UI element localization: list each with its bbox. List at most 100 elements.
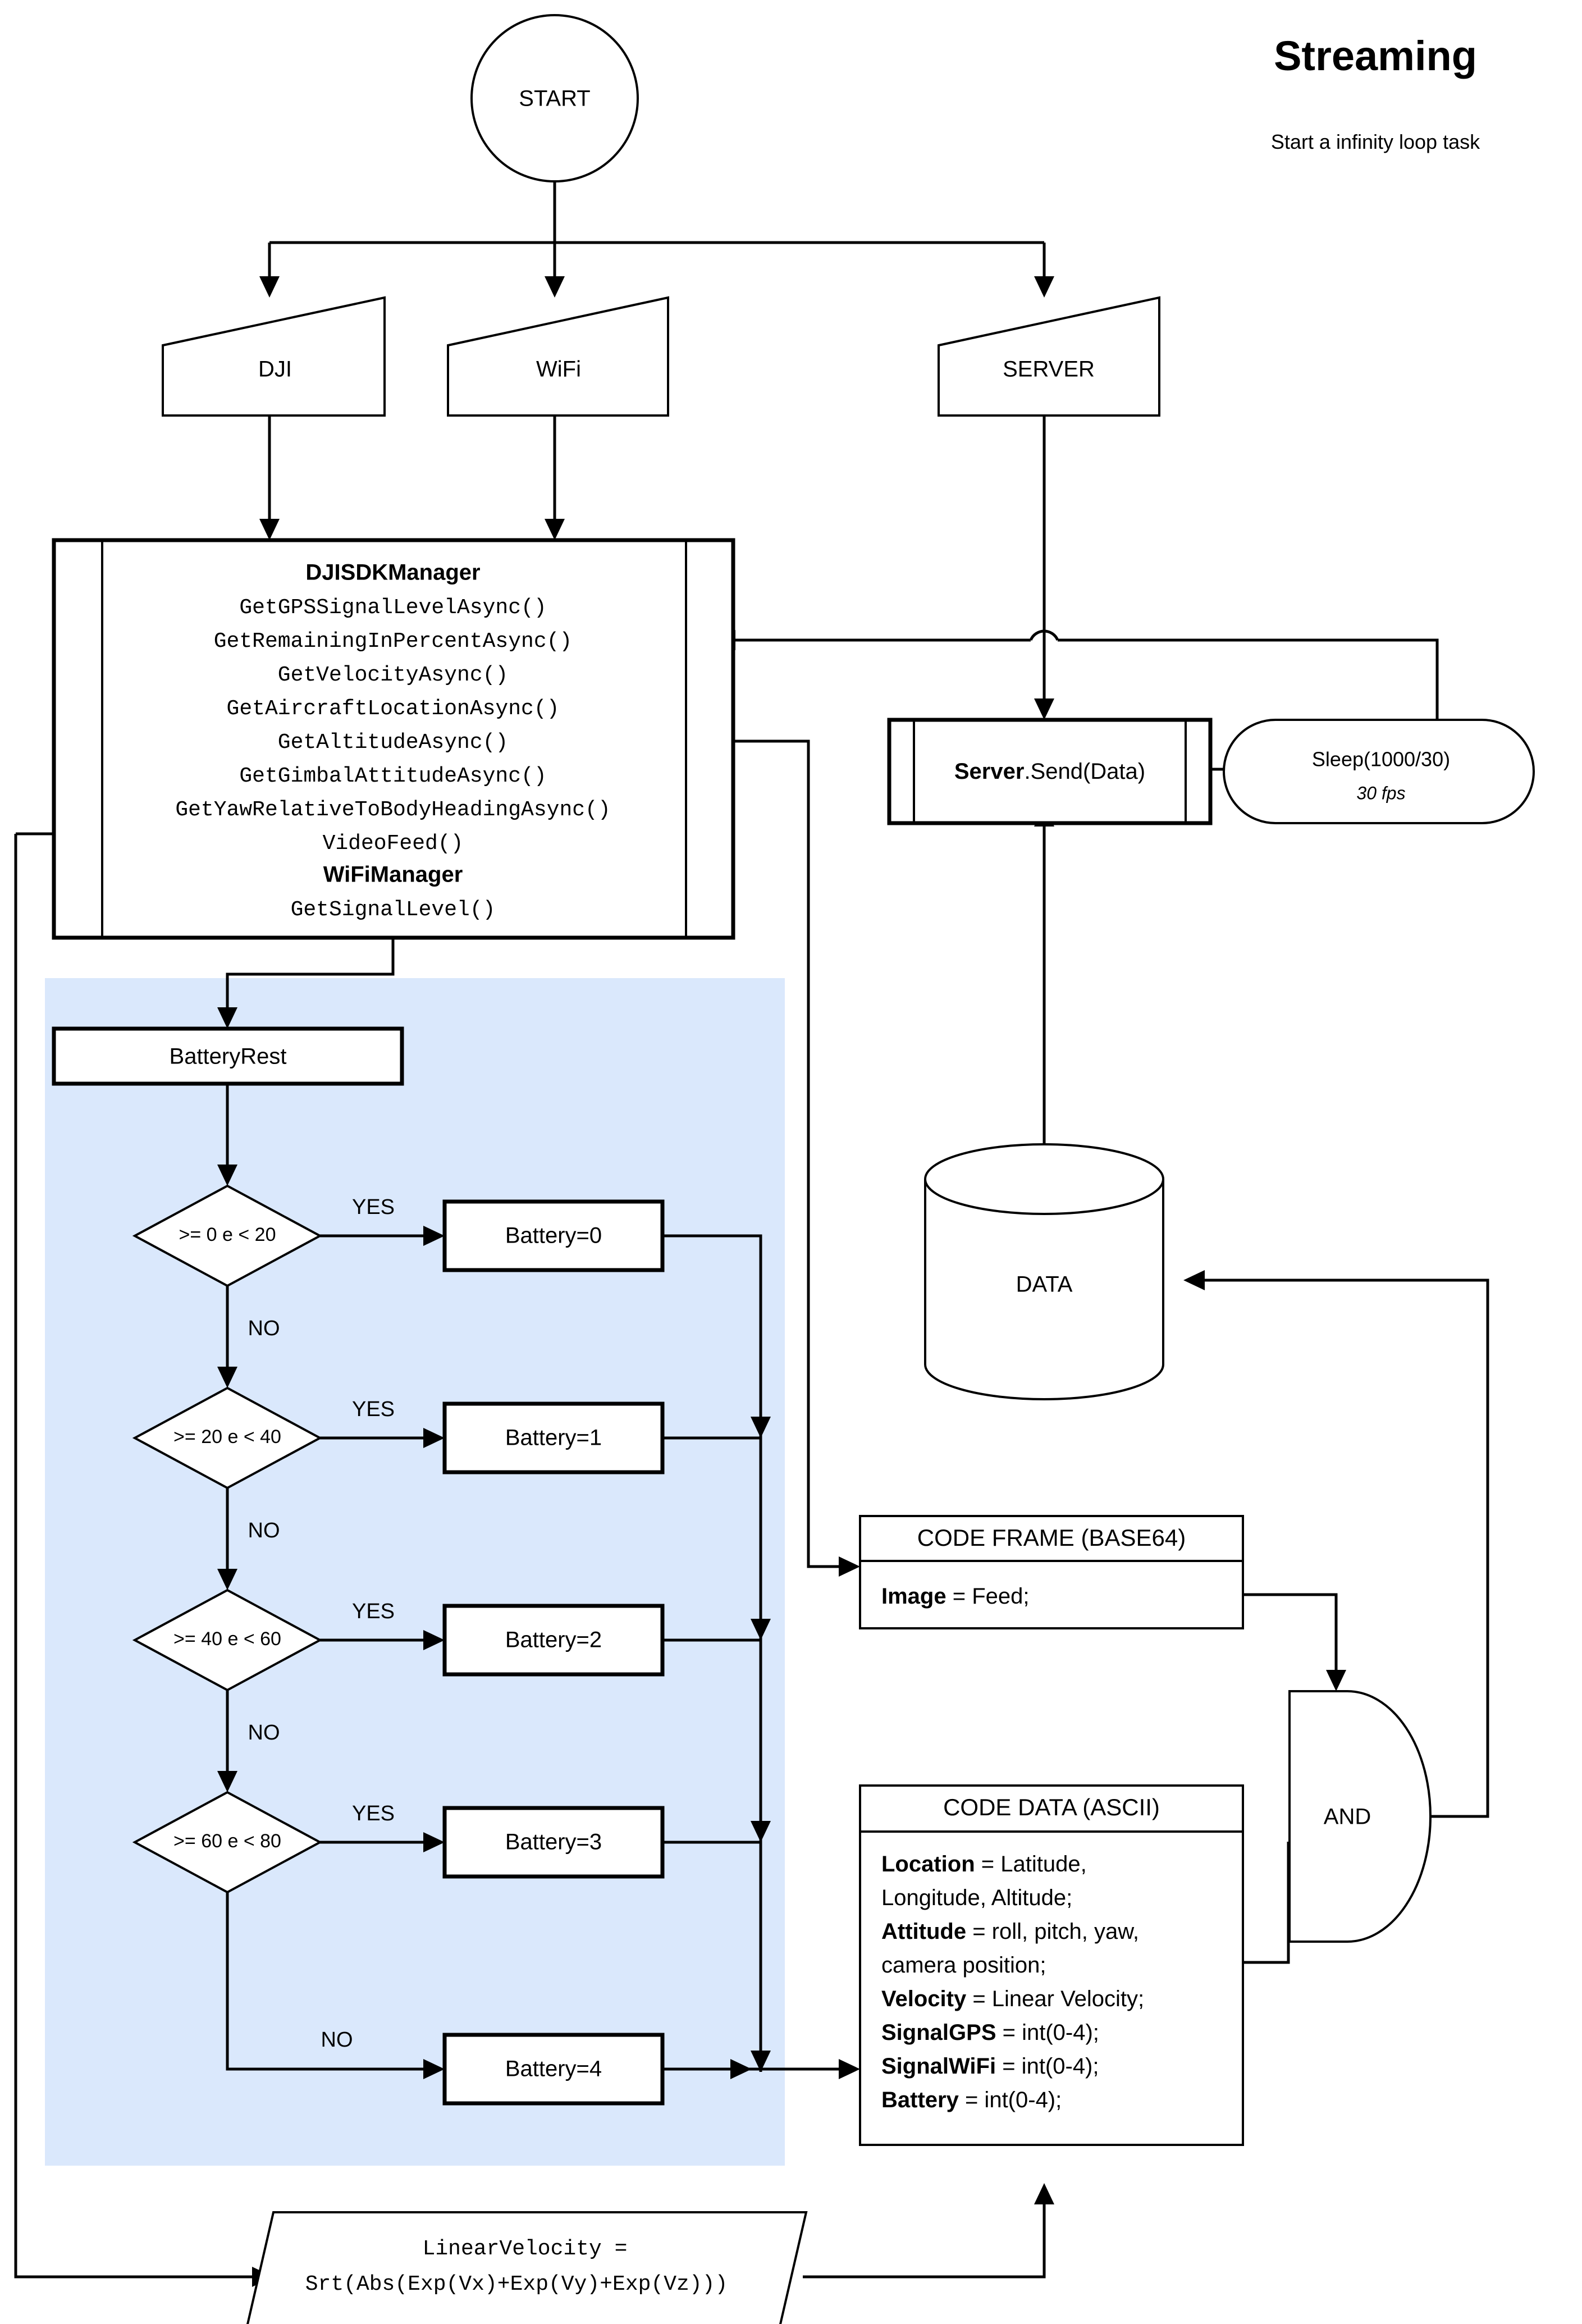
linear-velocity-line-1: LinearVelocity = [423, 2237, 628, 2261]
node-data-store[interactable]: DATA [924, 1143, 1164, 1400]
edge-linearvelocity-feedback-left [14, 834, 255, 2279]
code-data-line-7: Battery = int(0-4); [881, 2088, 1062, 2112]
code-data-key-5: SignalGPS [881, 2020, 996, 2045]
arrowhead-b1 [423, 1428, 445, 1448]
node-battery-result-1[interactable]: Battery=1 [442, 1401, 665, 1474]
arrowhead-d4 [217, 1771, 237, 1792]
arrowhead-b2 [423, 1630, 445, 1650]
arrowhead-b3 [423, 1832, 445, 1852]
sdk-method-1: GetRemainingInPercentAsync() [214, 629, 573, 654]
sdk-method-3: GetAircraftLocationAsync() [227, 697, 560, 721]
edge-codeframe-and [1243, 1593, 1338, 1673]
arrowhead-lv-codedata [1034, 2183, 1054, 2204]
decision-yes-1: YES [352, 1398, 395, 1421]
node-source-wifi[interactable]: WiFi [447, 296, 669, 417]
decision-group-2[interactable]: >= 40 e < 60 YES NO [132, 1588, 395, 1745]
arrowhead-wifi-sdk [545, 519, 565, 540]
edge-linearvelocity-codedata [803, 2201, 1046, 2279]
code-data-line-0: Location = Latitude, [881, 1852, 1087, 1876]
sdk-method-4: GetAltitudeAsync() [278, 730, 508, 755]
edge-d4-battery4 [226, 1892, 427, 2071]
battery-result-label-0: Battery=0 [505, 1223, 602, 1248]
edge-sdk-batteryrest [226, 938, 395, 1011]
arrowhead-wifi [545, 276, 565, 298]
node-battery-result-4[interactable]: Battery=4 [442, 2033, 665, 2106]
code-data-rest-6: = int(0-4); [996, 2054, 1099, 2079]
battery-result-label-1: Battery=1 [505, 1426, 602, 1450]
arrowhead-b4-merge [730, 2059, 752, 2079]
node-code-data[interactable]: CODE DATA (ASCII) Location = Latitude, L… [859, 1784, 1244, 2146]
code-data-line-2: Attitude = roll, pitch, yaw, [881, 1919, 1139, 1944]
edge-sdk-codeframe [733, 739, 842, 1568]
battery-result-label-2: Battery=2 [505, 1628, 602, 1652]
node-battery-rest[interactable]: BatteryRest [52, 1026, 404, 1086]
server-send-label: Server.Send(Data) [954, 759, 1145, 784]
node-start[interactable]: START [470, 14, 639, 182]
server-send-prefix: Server [954, 759, 1025, 784]
node-battery-result-3[interactable]: Battery=3 [442, 1806, 665, 1879]
start-label: START [519, 86, 590, 111]
arrowhead-codedata-in [839, 2059, 860, 2079]
decision-label-3: >= 60 e < 80 [173, 1830, 281, 1852]
node-linear-velocity[interactable]: LinearVelocity = Srt(Abs(Exp(Vx)+Exp(Vy)… [243, 2211, 808, 2324]
decision-group-0[interactable]: >= 0 e < 20 YES NO [132, 1184, 395, 1340]
code-data-rest-7: = int(0-4); [959, 2088, 1062, 2112]
arrowhead-codeframe [839, 1556, 860, 1577]
code-data-key-2: Attitude [881, 1919, 966, 1944]
sdk-method-2: GetVelocityAsync() [278, 663, 508, 687]
arrowhead-dji [259, 276, 280, 298]
decision-group-1[interactable]: >= 20 e < 40 YES NO [132, 1386, 395, 1542]
node-source-server[interactable]: SERVER [938, 296, 1160, 417]
and-gate-label: AND [1324, 1805, 1371, 1829]
sdk-title-wifi: WiFiManager [323, 862, 463, 887]
sdk-method-5: GetGimbalAttitudeAsync() [239, 764, 546, 788]
sleep-note: 30 fps [1356, 783, 1405, 803]
code-frame-line-0: Image = Feed; [881, 1584, 1029, 1609]
node-and-gate[interactable]: AND [1288, 1690, 1432, 1943]
code-data-rest-2: = roll, pitch, yaw, [966, 1919, 1139, 1944]
sdk-wifi-method-0: GetSignalLevel() [291, 898, 496, 922]
decision-no-1: NO [248, 1519, 280, 1542]
sdk-method-0: GetGPSSignalLevelAsync() [239, 596, 546, 620]
connector-layer [14, 181, 1489, 2287]
arrowhead-d3 [217, 1569, 237, 1590]
arrowhead-collector-2 [751, 1619, 771, 1640]
node-source-dji[interactable]: DJI [162, 296, 386, 417]
node-battery-result-0[interactable]: Battery=0 [442, 1199, 665, 1272]
arrowhead-d2 [217, 1367, 237, 1388]
arrowhead-collector-3 [751, 1821, 771, 1842]
server-send-suffix: .Send(Data) [1024, 759, 1145, 784]
edge-codedata-and [1243, 1842, 1290, 1964]
arrowhead-batteryrest [217, 1007, 237, 1029]
edge-collector-line [662, 1234, 762, 2072]
final-branch-no: NO [321, 2028, 353, 2052]
data-store-label: DATA [1016, 1272, 1073, 1297]
code-data-key-4: Velocity [881, 1987, 967, 2011]
sleep-label: Sleep(1000/30) [1312, 748, 1450, 771]
node-sdk-manager[interactable]: DJISDKManager GetGPSSignalLevelAsync() G… [52, 538, 735, 940]
battery-rest-label: BatteryRest [170, 1044, 287, 1069]
node-server-send[interactable]: Server.Send(Data) [887, 718, 1213, 825]
code-data-line-5: SignalGPS = int(0-4); [881, 2020, 1099, 2045]
arrowhead-b0 [423, 1226, 445, 1246]
battery-result-label-3: Battery=3 [505, 1830, 602, 1855]
page-title: Streaming [1274, 33, 1477, 79]
decision-group-3[interactable]: >= 60 e < 80 YES [132, 1791, 395, 1894]
code-data-key-6: SignalWiFi [881, 2054, 996, 2079]
node-code-frame[interactable]: CODE FRAME (BASE64) Image = Feed; [859, 1515, 1244, 1629]
arrowhead-battery4 [423, 2059, 445, 2079]
battery-decision-region [45, 978, 785, 2166]
node-battery-result-2[interactable]: Battery=2 [442, 1604, 665, 1677]
edge-sleep-loop-right [1058, 638, 1439, 719]
arrowhead-d1 [217, 1165, 237, 1186]
source-wifi-label: WiFi [536, 357, 581, 382]
final-branch-group: NO [321, 2028, 353, 2052]
source-server-label: SERVER [1003, 357, 1095, 382]
source-dji-label: DJI [258, 357, 292, 382]
code-data-rest-5: = int(0-4); [996, 2020, 1099, 2045]
code-data-line-6: SignalWiFi = int(0-4); [881, 2054, 1099, 2079]
node-sleep[interactable]: Sleep(1000/30) 30 fps [1223, 719, 1535, 824]
code-frame-key-0: Image [881, 1584, 947, 1609]
decision-yes-2: YES [352, 1600, 395, 1623]
